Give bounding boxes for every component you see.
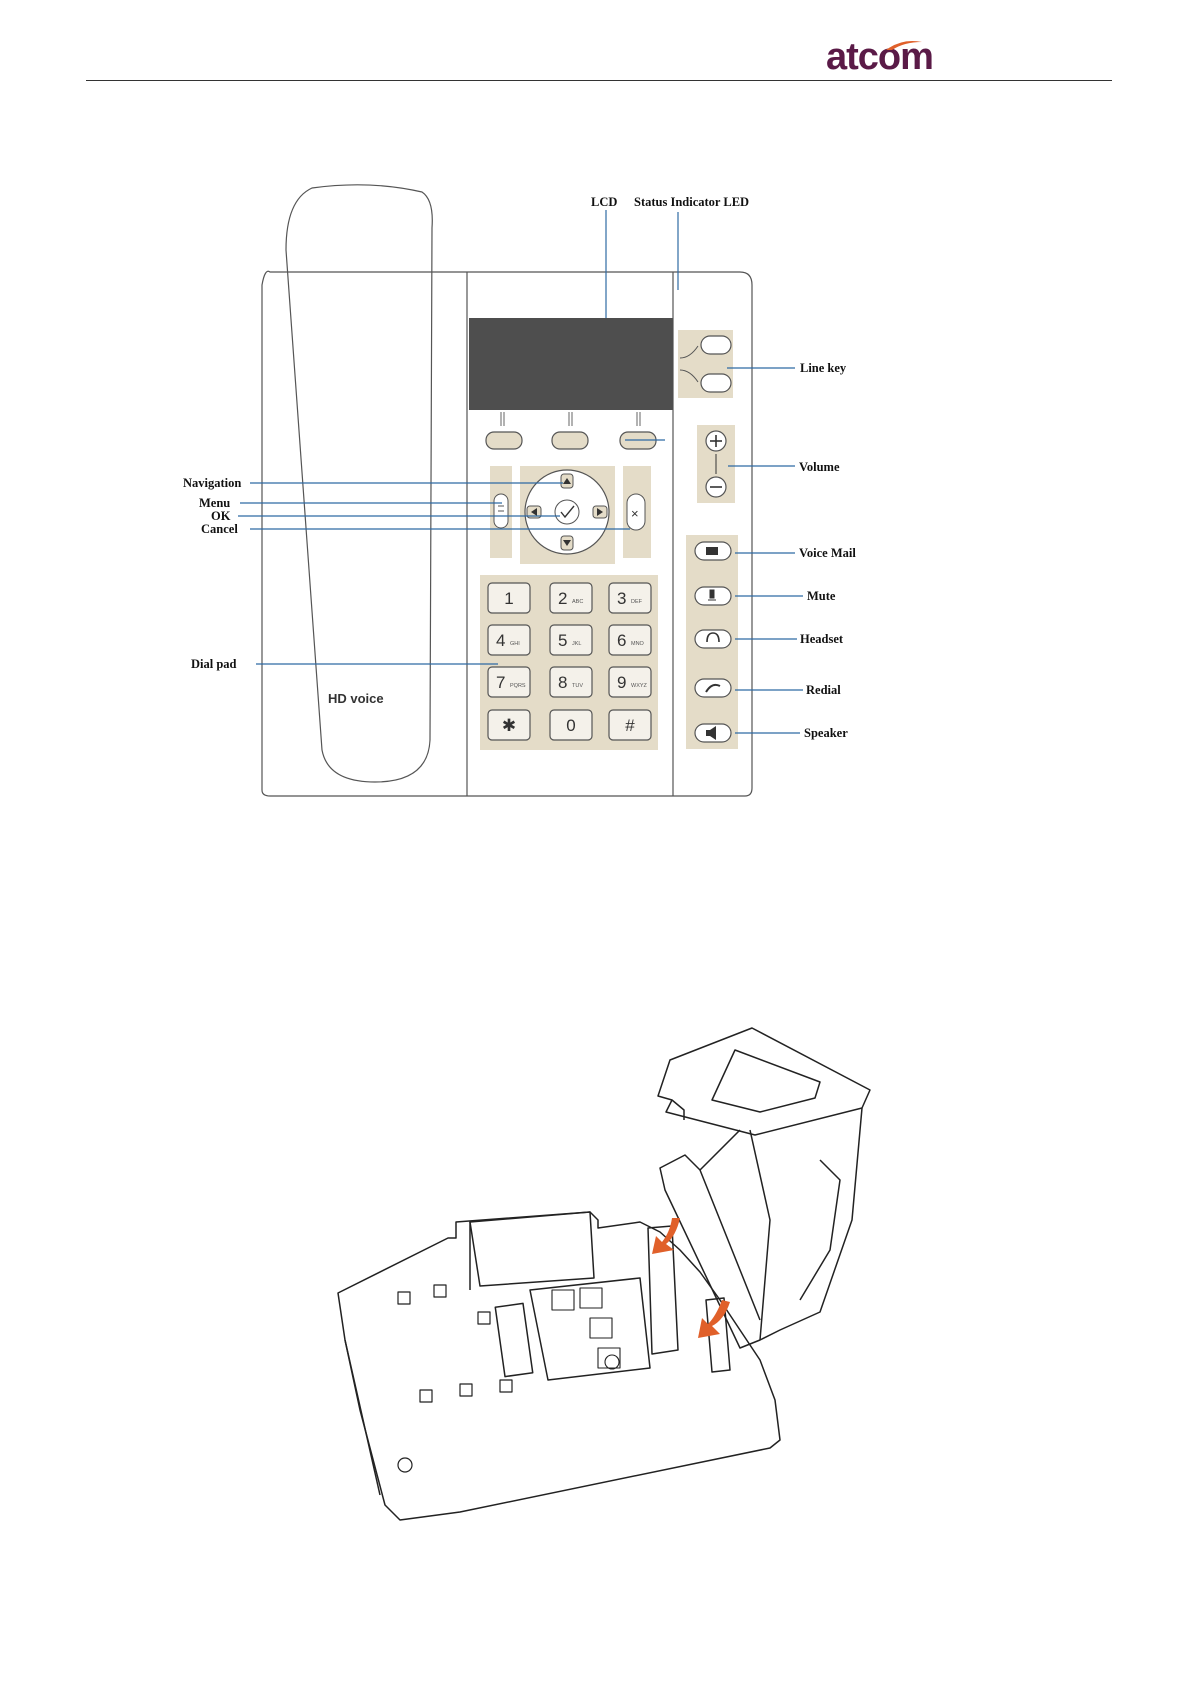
dial-key-letters: GHI bbox=[510, 641, 520, 647]
dial-key-letters: TUV bbox=[572, 683, 583, 689]
dial-key-letters: DEF bbox=[631, 599, 643, 605]
soft-key-1 bbox=[486, 432, 522, 449]
lcd-screen bbox=[469, 318, 673, 410]
dial-key-2[interactable] bbox=[609, 583, 651, 613]
dial-key-1[interactable] bbox=[550, 583, 592, 613]
dial-key-6[interactable] bbox=[488, 667, 530, 697]
label-volume: Volume bbox=[799, 460, 840, 474]
dial-key-letters: WXYZ bbox=[631, 683, 648, 689]
dial-key-5[interactable] bbox=[609, 625, 651, 655]
label-headset: Headset bbox=[800, 632, 844, 646]
dial-key-label: 4 bbox=[496, 631, 505, 650]
voice-mail-icon bbox=[706, 547, 718, 555]
dial-key-label: 5 bbox=[558, 631, 567, 650]
dial-key-label: 0 bbox=[566, 716, 575, 735]
label-navigation: Navigation bbox=[183, 476, 241, 490]
label-line-key: Line key bbox=[800, 361, 847, 375]
label-voice-mail: Voice Mail bbox=[799, 546, 856, 560]
dial-key-label: ✱ bbox=[502, 716, 516, 735]
dial-key-letters: JKL bbox=[572, 641, 581, 647]
dial-key-label: 2 bbox=[558, 589, 567, 608]
dial-key-3[interactable] bbox=[488, 625, 530, 655]
label-menu: Menu bbox=[199, 496, 230, 510]
dial-key-7[interactable] bbox=[550, 667, 592, 697]
cancel-x-icon: × bbox=[631, 506, 639, 521]
dial-key-label: 3 bbox=[617, 589, 626, 608]
label-status-led: Status Indicator LED bbox=[634, 195, 749, 209]
line-key-2 bbox=[701, 374, 731, 392]
ok-button bbox=[555, 500, 579, 524]
label-cancel: Cancel bbox=[201, 522, 238, 536]
label-dial-pad: Dial pad bbox=[191, 657, 237, 671]
dial-key-label: 7 bbox=[496, 673, 505, 692]
dial-key-label: 1 bbox=[504, 589, 513, 608]
dial-key-label: 9 bbox=[617, 673, 626, 692]
dial-key-8[interactable] bbox=[609, 667, 651, 697]
label-ok: OK bbox=[211, 509, 231, 523]
dial-key-letters: MNO bbox=[631, 641, 645, 647]
dial-key-letters: ABC bbox=[572, 599, 583, 605]
dial-key-label: 6 bbox=[617, 631, 626, 650]
line-key-1 bbox=[701, 336, 731, 354]
dial-key-label: 8 bbox=[558, 673, 567, 692]
label-mute: Mute bbox=[807, 589, 836, 603]
label-speaker: Speaker bbox=[804, 726, 848, 740]
redial-button bbox=[695, 679, 731, 697]
stand-assembly-illustration bbox=[338, 1028, 870, 1520]
dial-key-letters: PQRS bbox=[510, 683, 526, 689]
handset-logo: HD voice bbox=[328, 691, 384, 706]
dial-key-4[interactable] bbox=[550, 625, 592, 655]
soft-key-2 bbox=[552, 432, 588, 449]
label-lcd: LCD bbox=[591, 195, 617, 209]
dial-key-label: # bbox=[625, 716, 635, 735]
label-redial: Redial bbox=[806, 683, 841, 697]
